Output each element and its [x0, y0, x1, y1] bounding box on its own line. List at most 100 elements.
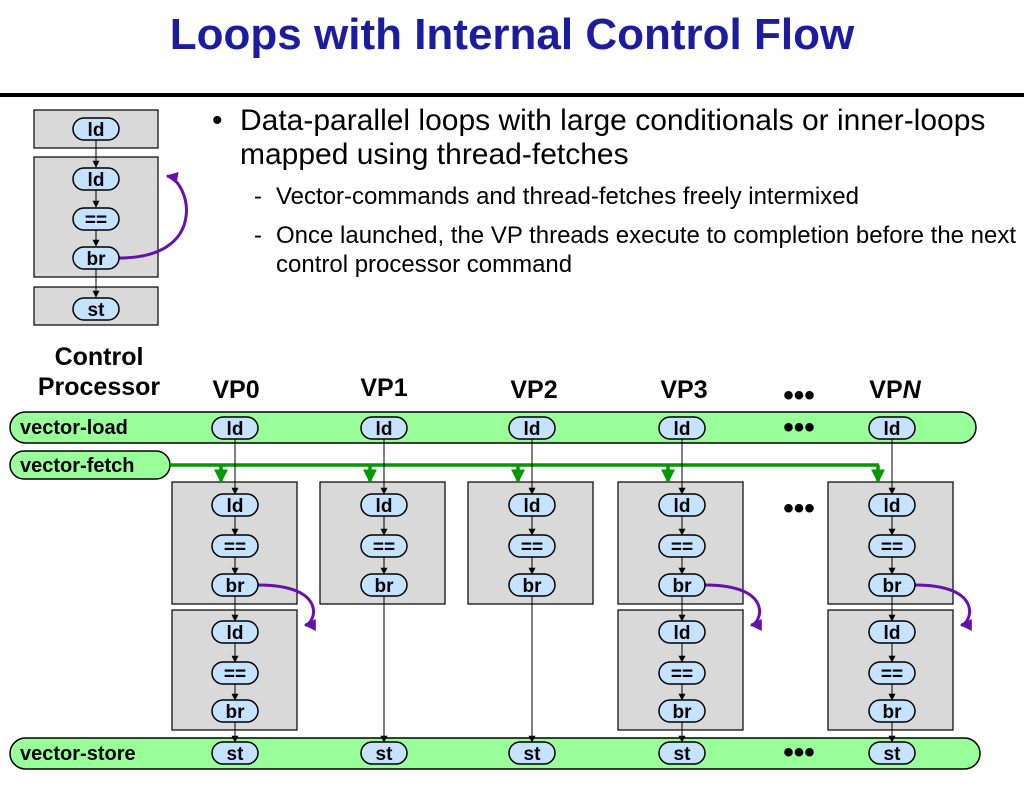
- lane-0-store-pill: st: [211, 741, 259, 765]
- lane-1-iter1-eq-pill: ==: [360, 534, 408, 558]
- lane-4-iter1-br-pill-text: br: [883, 576, 903, 597]
- lane-4-load-pill-shape: [868, 416, 916, 440]
- bullet-main: • Data-parallel loops with large conditi…: [212, 104, 1022, 172]
- cp-eq-pill: ==: [72, 207, 120, 231]
- vp3-label: VP3: [660, 376, 708, 404]
- lane-0-iter1-ld-pill-shape: [211, 493, 259, 517]
- cp-br-pill-shape: [72, 246, 120, 270]
- vector-fetch-label: vector-fetch: [20, 455, 134, 477]
- lane-2-iter1-br-pill-shape: [508, 573, 556, 597]
- lane-1-store-pill-shape: [360, 741, 408, 765]
- lane-3-iter1-br-pill-text: br: [673, 576, 693, 597]
- vector-store-bar: [9, 737, 981, 770]
- lane-1-iter1-br-pill-text: br: [375, 576, 395, 597]
- cp-eq-pill-shape: [72, 207, 120, 231]
- lane-3-iter1-eq-pill-text: ==: [671, 537, 693, 558]
- vector-store-label: vector-store: [20, 743, 136, 765]
- lane-0-iter2-br-pill: br: [211, 699, 259, 723]
- lane-1-iter1-ld-pill: ld: [360, 493, 408, 517]
- dash-icon: -: [254, 183, 262, 210]
- dash-icon: -: [254, 222, 262, 249]
- lane-2-load-pill: ld: [508, 416, 556, 440]
- lane-4-iter1-ld-pill-text: ld: [884, 496, 901, 517]
- cp-eq-pill-text: ==: [85, 210, 107, 231]
- lane-2-iter1-ld-pill-shape: [508, 493, 556, 517]
- lane-2-load-pill-shape: [508, 416, 556, 440]
- lane-2-load-pill-text: ld: [524, 419, 541, 440]
- lane-4-iter2-eq-pill: ==: [868, 661, 916, 685]
- lane-3-iter1-ld-pill-text: ld: [674, 496, 691, 517]
- vpn-label-suffix: N: [902, 376, 921, 404]
- cp-loop-ld-pill-shape: [72, 167, 120, 191]
- control-processor-label-line2: Processor: [37, 373, 161, 401]
- lane-3-iter2-ld-pill: ld: [658, 620, 706, 644]
- cp-ld-pill-text: ld: [88, 120, 105, 141]
- lane-0-iter2-ld-pill: ld: [211, 620, 259, 644]
- lane-0-iter1-br-pill: br: [211, 573, 259, 597]
- lane-0-load-pill-shape: [211, 416, 259, 440]
- lane-2-store-pill: st: [508, 741, 556, 765]
- lane-3-iter1-eq-pill-shape: [658, 534, 706, 558]
- cp-st-pill: st: [72, 297, 120, 321]
- lane-3-iter2-br-pill: br: [658, 699, 706, 723]
- lane-0-store-pill-shape: [211, 741, 259, 765]
- lane-0-load-pill-text: ld: [227, 419, 244, 440]
- ellipsis-vp-header: •••: [783, 379, 815, 412]
- lane-0-iter2-br-pill-shape: [211, 699, 259, 723]
- lane-1-iter1-eq-pill-shape: [360, 534, 408, 558]
- lane-3-iter2-eq-pill-text: ==: [671, 664, 693, 685]
- lane-3-iter1-ld-pill-shape: [658, 493, 706, 517]
- cp-st-pill-shape: [72, 297, 120, 321]
- lane-3-iter1-br-pill-shape: [658, 573, 706, 597]
- lane-3-iter2-ld-pill-text: ld: [674, 623, 691, 644]
- lane-4-iter2-ld-pill-shape: [868, 620, 916, 644]
- lane-1-iter1-br-pill-shape: [360, 573, 408, 597]
- vp1-label: VP1: [360, 374, 408, 402]
- lane-0-iter1-eq-pill: ==: [211, 534, 259, 558]
- lane-4-iter2-eq-pill-text: ==: [881, 664, 903, 685]
- ellipsis-vector-load: •••: [783, 411, 815, 444]
- lane-0-iter1-br-pill-text: br: [226, 576, 246, 597]
- lane-1-load-pill: ld: [360, 416, 408, 440]
- bullet-main-text: Data-parallel loops with large condition…: [240, 104, 986, 171]
- lane-3-store-pill: st: [658, 741, 706, 765]
- vector-load-label: vector-load: [20, 417, 128, 439]
- lane-4-load-pill: ld: [868, 416, 916, 440]
- bullet-sub-2-text: Once launched, the VP threads execute to…: [276, 222, 1017, 278]
- lane-2-store-pill-shape: [508, 741, 556, 765]
- bullet-sub-1: - Vector-commands and thread-fetches fre…: [254, 182, 1022, 211]
- lane-4-store-pill-text: st: [884, 744, 902, 765]
- lane-3-load-pill: ld: [658, 416, 706, 440]
- lane-1-load-pill-shape: [360, 416, 408, 440]
- lane-1-iter1-ld-pill-text: ld: [376, 496, 393, 517]
- lane-2-iter1-eq-pill: ==: [508, 534, 556, 558]
- lane-0-iter2-eq-pill: ==: [211, 661, 259, 685]
- lane-4-iter2-br-pill-text: br: [883, 702, 903, 723]
- lane-3-iter2-ld-pill-shape: [658, 620, 706, 644]
- lane-0-iter1-eq-pill-shape: [211, 534, 259, 558]
- lane-0-load-pill: ld: [211, 416, 259, 440]
- lane-0-iter1-br-pill-shape: [211, 573, 259, 597]
- bullet-list: • Data-parallel loops with large conditi…: [212, 104, 1022, 279]
- lane-0-iter1-eq-pill-text: ==: [224, 537, 246, 558]
- control-processor-label: Control Processor: [14, 342, 184, 402]
- lane-3-iter1-ld-pill: ld: [658, 493, 706, 517]
- lane-0-iter1-ld-pill-text: ld: [227, 496, 244, 517]
- lane-2-iter1-eq-pill-text: ==: [521, 537, 543, 558]
- lane-0-iter2-eq-pill-shape: [211, 661, 259, 685]
- lane-1-store-pill-text: st: [376, 744, 394, 765]
- lane-0-iter2-eq-pill-text: ==: [224, 664, 246, 685]
- lane-2-iter1-ld-pill-text: ld: [524, 496, 541, 517]
- lane-3-iter2-br-pill-shape: [658, 699, 706, 723]
- lane-2-iter1-br-pill: br: [508, 573, 556, 597]
- vp0-label: VP0: [212, 376, 260, 404]
- lane-4-iter1-eq-pill-text: ==: [881, 537, 903, 558]
- lane-4-iter1-ld-pill: ld: [868, 493, 916, 517]
- lane-4-iter1-br-pill-shape: [868, 573, 916, 597]
- cp-loop-ld-pill-text: ld: [88, 170, 105, 191]
- lane-3-load-pill-shape: [658, 416, 706, 440]
- lane-1-store-pill: st: [360, 741, 408, 765]
- cp-st-pill-text: st: [88, 300, 106, 321]
- lane-4-iter2-eq-pill-shape: [868, 661, 916, 685]
